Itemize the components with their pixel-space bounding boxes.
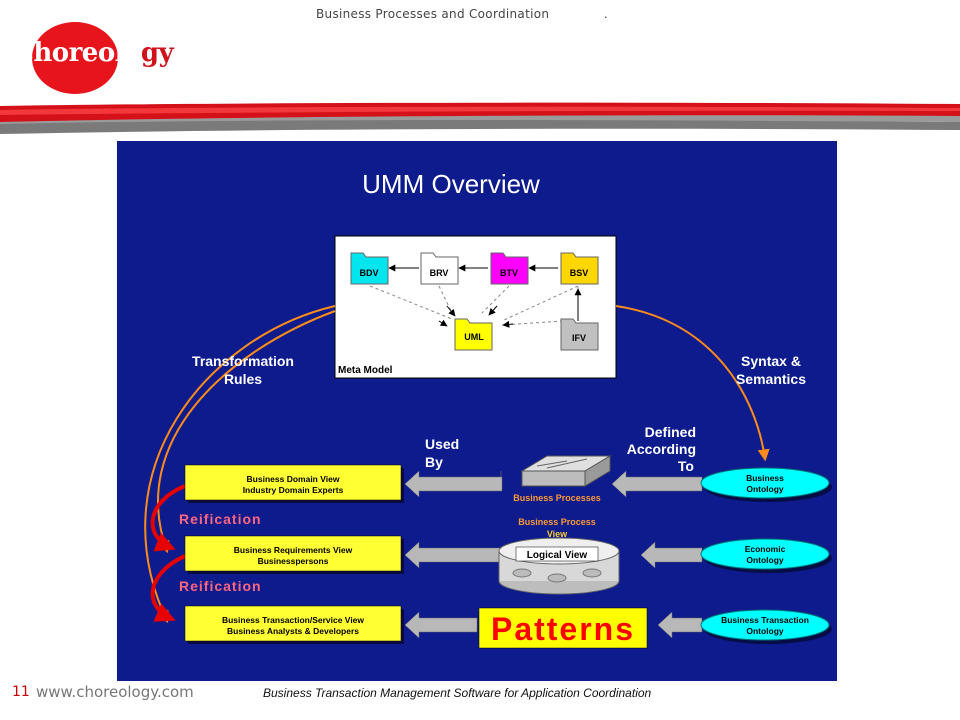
header-title: Business Processes and Coordination (316, 7, 550, 21)
logo-text-tail: gy (140, 38, 174, 68)
svg-text:UML: UML (464, 332, 484, 342)
business-process-view-label: Business Process (518, 517, 596, 527)
slide-background (117, 141, 837, 681)
footer-url: www.choreology.com (36, 683, 194, 701)
svg-text:Business Domain View: Business Domain View (247, 474, 340, 484)
brv-folder-icon: BRV (420, 252, 459, 285)
business-processes-device-icon (520, 455, 612, 487)
bsv-folder-icon: BSV (560, 252, 599, 285)
transformation-arc-outer (144, 305, 336, 624)
umm-overview-slide: UMM Overview Meta Model BDV BRV BTV BSV … (117, 141, 837, 681)
svg-text:Business Transaction/Service: Business Transaction/Service View (222, 615, 364, 625)
reification-label-1: Reification (179, 511, 262, 527)
svg-text:Ontology: Ontology (746, 626, 784, 636)
logo-text-main: choreolo (18, 38, 141, 68)
block-arrows (404, 470, 703, 639)
header-banner (0, 102, 960, 134)
svg-text:IFV: IFV (572, 333, 586, 343)
syntax-arc (615, 305, 770, 462)
bp-to-domain-arrow (404, 470, 503, 498)
business-domain-view-box: Business Domain View Industry Domain Exp… (184, 464, 404, 503)
svg-text:BSV: BSV (570, 268, 589, 278)
svg-text:Business Requirements View: Business Requirements View (234, 545, 353, 555)
svg-text:BDV: BDV (359, 268, 378, 278)
ifv-to-uml-arrow (502, 320, 514, 328)
patterns-label: Patterns (491, 611, 635, 647)
page-number: 11 (12, 684, 30, 700)
meta-model-label: Meta Model (338, 365, 393, 376)
defined-according-to-label: Defined According To (627, 424, 696, 474)
bdv-folder-icon: BDV (350, 252, 389, 285)
svg-text:Economic: Economic (745, 544, 786, 554)
reification-arrow-1 (150, 484, 186, 552)
btv-to-uml-arrow (488, 305, 498, 316)
patterns-box (478, 607, 648, 649)
business-requirements-view-box: Business Requirements View Businessperso… (184, 535, 404, 574)
svg-text:Ontology: Ontology (746, 555, 784, 565)
svg-text:Business Transaction: Business Transaction (721, 615, 809, 625)
svg-text:To: To (678, 458, 694, 474)
svg-text:Defined: Defined (645, 424, 696, 440)
syntax-semantics-label: Syntax & Semantics (736, 353, 806, 387)
logo-circle (32, 22, 118, 94)
uml-folder-icon: UML (454, 318, 493, 351)
svg-text:Used: Used (425, 436, 459, 452)
svg-text:Business Analysts & Develope: Business Analysts & Developers (227, 626, 359, 636)
header-dot: . (604, 6, 608, 21)
business-transaction-view-box: Business Transaction/Service View Busine… (184, 605, 404, 644)
svg-text:BRV: BRV (430, 268, 449, 278)
btv-folder-icon: BTV (490, 252, 529, 285)
slide-title: UMM Overview (362, 169, 540, 199)
business-processes-label: Business Processes (513, 493, 601, 503)
svg-text:Rules: Rules (224, 371, 262, 387)
economic-ontology: Economic Ontology (700, 538, 832, 573)
reification-arrow-2 (150, 554, 186, 622)
bdv-to-uml-arrow (438, 319, 448, 327)
reification-label-2: Reification (179, 578, 262, 594)
svg-text:Industry Domain Experts: Industry Domain Experts (243, 485, 344, 495)
patterns-to-transaction-arrow (404, 611, 478, 639)
svg-text:By: By (425, 454, 443, 470)
logical-view-label: Logical View (527, 550, 588, 561)
svg-text:Businesspersons: Businesspersons (258, 556, 329, 566)
ifv-folder-icon: IFV (560, 318, 599, 351)
footer-tagline: Business Transaction Management Software… (263, 686, 652, 700)
business-transaction-ontology: Business Transaction Ontology (700, 609, 832, 644)
business-ontology: Business Ontology (700, 467, 832, 502)
svg-text:Ontology: Ontology (746, 484, 784, 494)
used-by-label: Used By (425, 436, 459, 470)
transformation-rules-label: Transformation Rules (192, 353, 294, 387)
logical-view-tag (515, 546, 599, 562)
svg-text:Business: Business (746, 473, 784, 483)
brv-to-uml-arrow (446, 305, 456, 317)
svg-text:Transformation: Transformation (192, 353, 294, 369)
business-process-view-word: View (547, 529, 568, 539)
svg-text:BTV: BTV (500, 268, 518, 278)
svg-text:Semantics: Semantics (736, 371, 806, 387)
svg-text:According: According (627, 441, 696, 457)
choreology-logo: choreology (18, 38, 174, 68)
logical-view-cylinder-icon (498, 537, 620, 595)
svg-text:Syntax &: Syntax & (741, 353, 801, 369)
